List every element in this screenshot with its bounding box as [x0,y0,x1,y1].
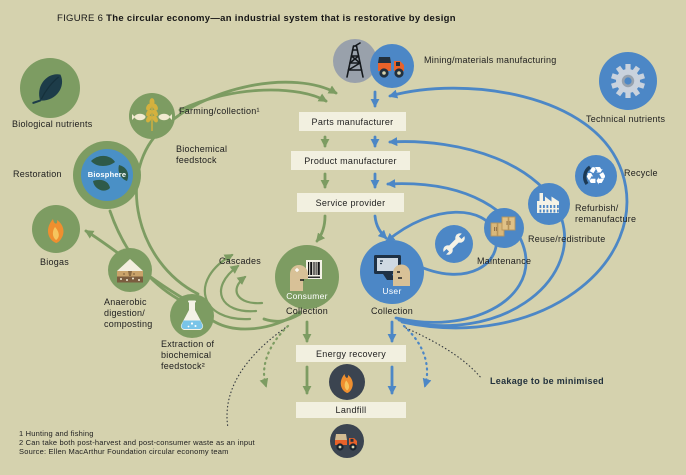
recycle-label: Recycle [624,168,658,178]
consumer-node: Consumer [275,245,339,309]
materials-manufacturing-node [370,44,414,88]
biochemical-feedstock-label: Biochemical feedstock [176,144,228,165]
footnote-source: Source: Ellen MacArthur Foundation circu… [19,447,229,456]
user-label: User [382,286,402,296]
arrow-leak-blue-dashed [402,324,432,388]
packages-icon [490,216,516,237]
box-energy-recovery: Energy recovery [296,345,406,362]
anaerobic-digestion-node [108,248,152,292]
leak-boundary-left [226,327,286,429]
collection-bio-label: Collection [285,306,329,316]
wheat-fish-icon [132,98,172,131]
extraction-node [170,294,214,338]
technical-nutrients-node [599,52,657,110]
cascades-arcs [203,253,302,323]
biogas-label: Biogas [40,257,70,267]
landfill-node [330,424,364,458]
reuse-node [484,208,524,248]
globe-continents [91,155,129,191]
collection-tech-label: Collection [370,306,414,316]
wrench-icon [442,232,466,256]
energy-recovery-node [329,364,365,400]
arrow-leak-green-dashed [259,324,290,388]
landfill-truck-icon [335,434,357,451]
biosphere-node: Biosphere [73,141,141,209]
flame-icon [47,219,64,243]
user-node: User [360,240,424,304]
footnote-2: 2 Can take both post-harvest and post-co… [19,438,255,447]
gear-icon [611,64,645,98]
mining-label: Mining/materials manufacturing [424,55,557,65]
box-parts-manufacturer: Parts manufacturer [299,112,406,131]
figure-title: FIGURE 6 The circular economy—an industr… [57,13,456,24]
cascade-tail [262,312,302,323]
recycle-icon: ♻ [583,162,607,191]
globe-icon: Biosphere [81,149,133,201]
biogas-node [32,205,80,253]
footnote-1: 1 Hunting and fishing [19,429,94,438]
cascades-label: Cascades [219,256,262,266]
anaerobic-digestion-label: Anaerobic digestion/ composting [104,297,153,329]
biological-nutrients-node [20,58,80,118]
user-icon [374,255,410,286]
maintenance-label: Maintenance [477,256,532,266]
biosphere-label: Biosphere [87,170,127,179]
recycle-node: ♻ [575,155,617,197]
leak-boundary-right [405,327,483,380]
figure-title-text: The circular economy—an industrial syste… [106,13,456,24]
svg-text:♻: ♻ [585,162,607,191]
leakage-boundary-dotted [226,327,483,429]
farming-collection-label: Farming/collection¹ [179,106,260,116]
biological-nutrients-label: Biological nutrients [12,119,93,129]
oil-derrick-icon [346,42,364,78]
box-product-manufacturer: Product manufacturer [291,151,410,170]
loop-reuse [386,179,528,324]
dump-truck-icon [378,57,404,78]
extraction-label: Extraction of biochemical feedstock² [161,339,215,371]
arrow-service-to-user [373,214,388,240]
energy-flame-icon [340,374,353,393]
consumer-label: Consumer [286,291,328,301]
farming-collection-node [129,93,175,139]
flask-icon [180,300,204,330]
cascade-arc-3 [203,253,252,321]
factory-icon [537,193,559,213]
cascade-arc-2 [219,264,258,313]
leakage-label: Leakage to be minimised [490,376,604,386]
technical-nutrients-label: Technical nutrients [586,114,666,124]
mining-node [333,39,377,83]
compost-icon [117,259,143,283]
reuse-label: Reuse/redistribute [528,234,606,244]
refurbish-node [528,183,570,225]
cascade-arc-1 [235,275,264,305]
maintenance-node [435,225,473,263]
leaf-icon [32,74,62,104]
box-service-provider: Service provider [297,193,404,212]
loop-recycle [388,86,629,330]
refurbish-label: Refurbish/ remanufacture [575,203,637,224]
consumer-icon [290,260,322,291]
figure-label: FIGURE 6 [57,13,104,24]
box-landfill: Landfill [296,402,406,418]
restoration-label: Restoration [13,169,62,179]
arrow-service-to-consumer [315,214,327,243]
